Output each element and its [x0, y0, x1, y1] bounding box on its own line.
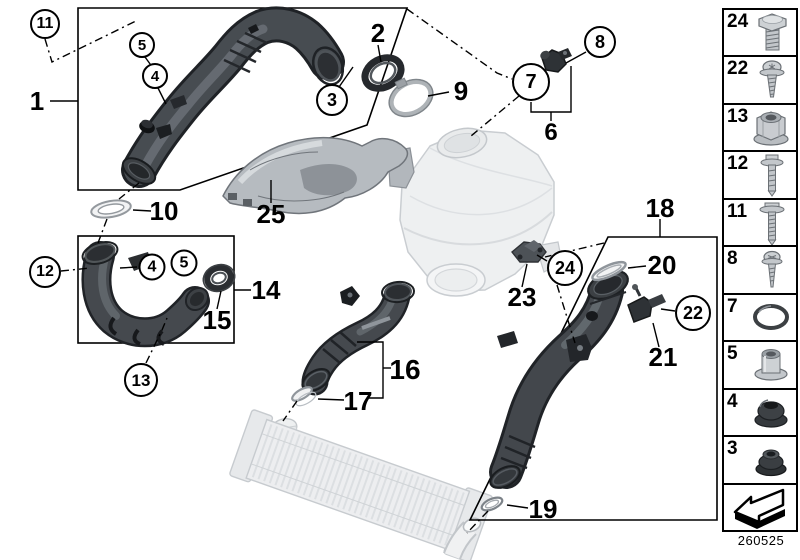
callout-18[interactable]: 18 [645, 193, 675, 223]
washer-part-17 [291, 386, 317, 407]
callout-2[interactable]: 2 [370, 18, 386, 48]
sidebar-item-number: 3 [727, 438, 738, 460]
bracket-part-23 [511, 240, 547, 263]
fastener-sidebar: 24 22 13 12 [722, 8, 798, 532]
direction-arrow-icon [733, 489, 785, 530]
callout-20[interactable]: 20 [647, 250, 677, 280]
intercooler [229, 409, 493, 560]
callout-12[interactable]: 12 [29, 256, 61, 288]
callout-17[interactable]: 17 [343, 386, 373, 416]
sidebar-item-number: 4 [727, 390, 738, 412]
sidebar-item-12[interactable]: 12 [722, 150, 798, 200]
sidebar-item-number: 7 [727, 295, 738, 317]
sidebar-item-number: 8 [727, 248, 738, 270]
callout-5-mid[interactable]: 5 [170, 249, 198, 277]
callout-14[interactable]: 14 [251, 275, 281, 305]
callout-8[interactable]: 8 [584, 26, 616, 58]
callout-4-top[interactable]: 4 [142, 63, 168, 89]
sidebar-item-number: 5 [727, 343, 738, 365]
charge-air-pipe-part-1 [121, 6, 345, 188]
callout-5-top[interactable]: 5 [129, 32, 155, 58]
callout-24[interactable]: 24 [547, 250, 583, 286]
intake-duct-part-25 [222, 136, 409, 215]
callout-4-mid[interactable]: 4 [138, 253, 166, 281]
flange-screw-icon [760, 154, 784, 197]
sidebar-item-5[interactable]: 5 [722, 340, 798, 390]
sidebar-item-3[interactable]: 3 [722, 435, 798, 485]
callout-23[interactable]: 23 [507, 282, 537, 312]
hex-flange-bolt-icon [758, 13, 787, 51]
sidebar-item-number: 12 [727, 153, 749, 175]
profile-seal-part-2 [361, 54, 405, 92]
callout-9[interactable]: 9 [453, 76, 469, 106]
air-intake-elbow-part-12 [81, 240, 210, 348]
torx-screw-icon [759, 60, 785, 98]
sidebar-item-number: 11 [727, 200, 748, 222]
callout-16[interactable]: 16 [389, 354, 421, 385]
sensor-part-22 [627, 284, 666, 323]
sidebar-item-13[interactable]: 13 [722, 102, 798, 153]
seal-part-15 [202, 263, 236, 293]
callout-13[interactable]: 13 [124, 363, 158, 397]
sidebar-direction-box [722, 482, 798, 532]
flange-screw-long-icon [759, 202, 785, 245]
sidebar-item-22[interactable]: 22 [722, 55, 798, 105]
sidebar-item-number: 24 [727, 11, 749, 32]
sidebar-item-8[interactable]: 8 [722, 245, 798, 295]
callout-1[interactable]: 1 [29, 86, 45, 116]
rubber-grommet-icon [754, 399, 788, 428]
callout-25[interactable]: 25 [256, 199, 286, 229]
pan-screw-icon [761, 250, 783, 288]
callout-7[interactable]: 7 [512, 63, 550, 101]
sidebar-item-11[interactable]: 11 [722, 197, 798, 248]
sidebar-item-number: 13 [727, 105, 749, 127]
o-ring-icon [753, 304, 789, 331]
callout-6[interactable]: 6 [544, 119, 558, 146]
leader-lines [44, 8, 676, 534]
callout-11[interactable]: 11 [30, 9, 60, 39]
diagram-number: 260525 [737, 533, 785, 548]
gasket-ring-part-10 [90, 199, 132, 219]
charge-air-hose-part-16 [301, 280, 415, 396]
air-filter-housing [387, 127, 563, 297]
flange-nut-icon [753, 110, 789, 146]
bushing-icon [754, 348, 788, 381]
callout-3[interactable]: 3 [316, 84, 348, 116]
o-ring-part-19 [480, 496, 504, 512]
sidebar-item-4[interactable]: 4 [722, 387, 798, 438]
callout-10[interactable]: 10 [149, 196, 179, 226]
seal-ring-part-20 [591, 260, 627, 282]
sidebar-item-number: 22 [727, 58, 749, 80]
sidebar-item-7[interactable]: 7 [722, 292, 798, 343]
sensor-part-6 [540, 48, 572, 73]
callout-19[interactable]: 19 [528, 494, 558, 524]
callout-21[interactable]: 21 [648, 342, 678, 372]
hose-clamp-part-9 [388, 77, 434, 118]
callout-22[interactable]: 22 [675, 295, 711, 331]
sidebar-item-24[interactable]: 24 [722, 8, 798, 58]
callout-15[interactable]: 15 [202, 305, 232, 335]
charge-air-pipe-part-18 [489, 270, 629, 489]
rubber-mount-icon [755, 449, 787, 476]
